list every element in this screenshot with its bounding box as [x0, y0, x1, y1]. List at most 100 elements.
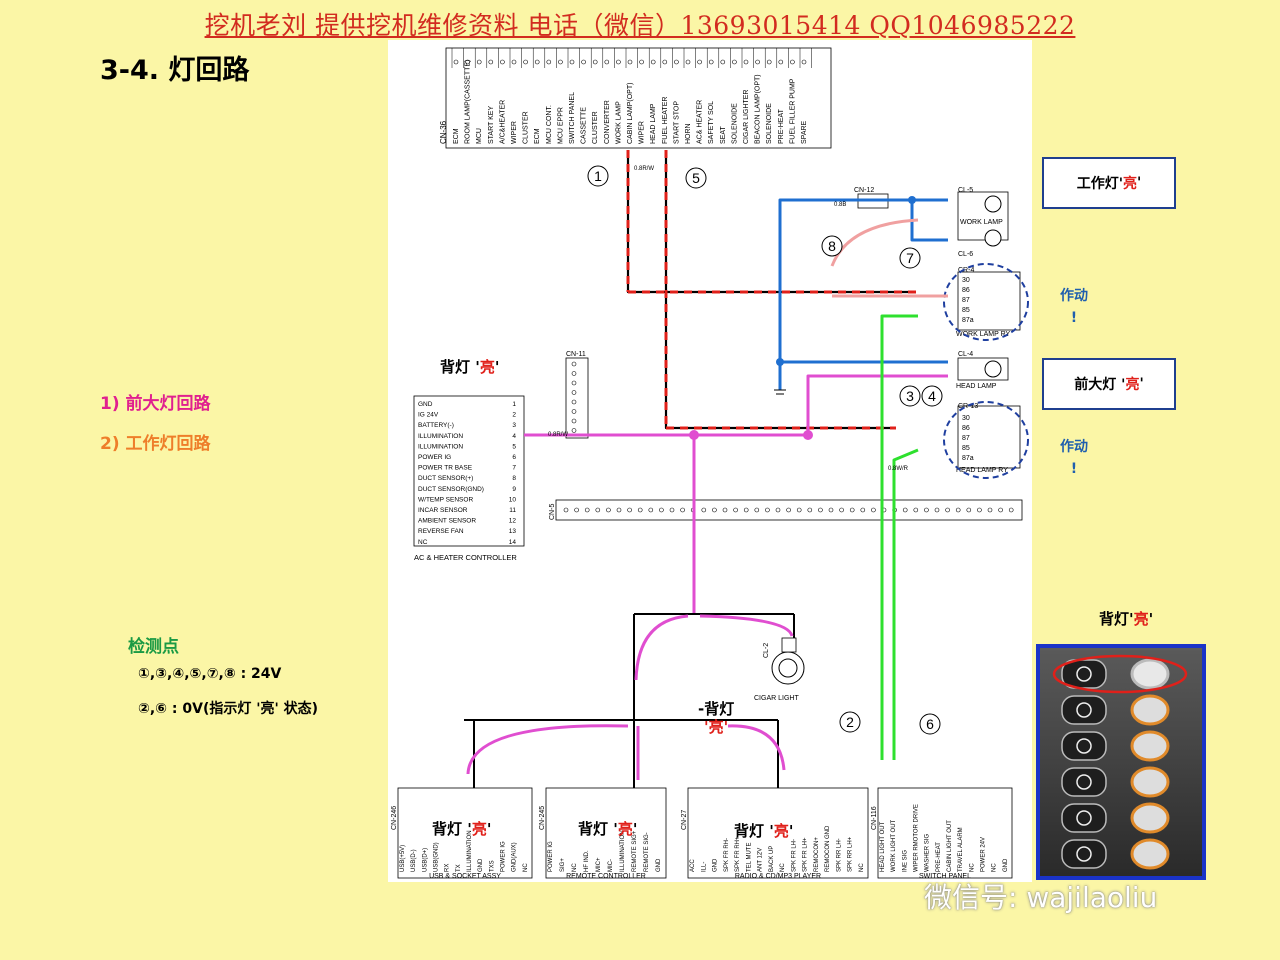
- cl5-label: WORK LAMP: [960, 219, 1003, 226]
- pin-dot: [754, 507, 760, 513]
- pin-dot: [511, 59, 517, 65]
- pin-dot: [627, 59, 633, 65]
- cr13-relay: [957, 405, 1021, 469]
- cn36-pin-10: SWITCH PANEL: [569, 92, 576, 144]
- pin-dot: [669, 507, 675, 513]
- cn36-name: CN-36: [439, 120, 448, 144]
- pin-dot: [818, 507, 823, 513]
- pin-dot: [453, 59, 459, 65]
- panel-switch-icon: [1061, 731, 1107, 761]
- cn36-pin-23: SEAT: [720, 126, 727, 144]
- point-8-circle: [821, 235, 843, 257]
- point-7-circle: [899, 247, 921, 269]
- pink-arrow: [727, 724, 786, 771]
- cn245-pin-4: MIC+: [596, 857, 602, 872]
- pin-dot: [558, 59, 563, 65]
- pin-dot: [977, 507, 982, 513]
- bl-state: 亮: [617, 820, 633, 838]
- panel-indicator-button: [1130, 658, 1170, 690]
- pin-dot: [546, 59, 552, 65]
- bl-prefix: 背灯 ': [432, 820, 472, 838]
- cn27-pin-11: REMOCON+: [814, 837, 820, 872]
- cn36-pin-17: HEAD LAMP: [650, 103, 657, 144]
- cn246-name: CN-246: [391, 806, 398, 830]
- bl-state: 亮: [1133, 610, 1149, 628]
- cn116-label: SWITCH PANEL: [919, 873, 971, 880]
- cl5-connector: [957, 191, 1009, 241]
- ac-pin-num-8: 9: [512, 486, 516, 493]
- headlamp-on-callout: 前大灯 '亮': [1042, 358, 1176, 410]
- bl-prefix: 背灯 ': [734, 822, 774, 840]
- pin-dot: [708, 59, 714, 65]
- pink-arrow: [466, 724, 629, 775]
- ac-pin-num-7: 8: [512, 475, 516, 482]
- pin-dot: [574, 507, 579, 513]
- pin-dot: [488, 59, 494, 65]
- cn246-pin-0: USB(+5V): [400, 845, 406, 872]
- bl-line2: '亮': [704, 718, 729, 736]
- cn116-pin-11: GND: [1003, 858, 1009, 872]
- pin-dot: [849, 507, 855, 513]
- cr13-pin-2: 87: [962, 435, 970, 442]
- backlight-radio-label: 背灯 '亮': [734, 820, 793, 841]
- cn36-pin-13: CONVERTER: [604, 100, 611, 144]
- pin-dot: [701, 507, 707, 513]
- cn246-pin-11: NC: [523, 863, 529, 872]
- cr4-pin-1: 86: [962, 287, 970, 294]
- pin-dot: [571, 390, 577, 395]
- cn116-name: CN-116: [871, 806, 878, 830]
- panel-symbol-icon: [1076, 738, 1092, 754]
- cl6-name: CL-6: [958, 251, 973, 258]
- ac-pin-3: ILLUMINATION: [418, 433, 463, 440]
- cn27-pin-0: ACC: [690, 859, 696, 872]
- panel-switch-icon: [1061, 839, 1107, 869]
- cn246-label: USB & SOCKET ASSY: [429, 873, 501, 880]
- pin-dot: [571, 371, 577, 376]
- pin-dot: [720, 59, 726, 65]
- ac-pin-num-12: 13: [509, 528, 517, 535]
- cn27-pin-15: NC: [859, 863, 865, 872]
- pin-dot: [1008, 507, 1014, 513]
- callout-suffix: ': [1137, 175, 1142, 191]
- pin-dot: [569, 59, 575, 65]
- point-2-circle: [839, 711, 861, 733]
- worklamp-circuit-label: 2) 工作灯回路: [100, 434, 211, 454]
- pin-dot: [674, 59, 679, 65]
- point-4-circle: [921, 385, 943, 407]
- pin-dot: [584, 507, 590, 513]
- pin-dot: [722, 507, 728, 513]
- cn27-pin-4: SPK FR RH+: [735, 836, 741, 872]
- panel-symbol-icon: [1076, 666, 1092, 682]
- point-5-circle: [685, 167, 707, 189]
- pin-dot: [871, 507, 876, 513]
- pin-dot: [616, 59, 621, 65]
- cn246-pin-6: ILLUMINATION: [467, 830, 473, 872]
- panel-symbol-icon: [1076, 702, 1092, 718]
- cn246-pin-5: TX: [456, 864, 462, 872]
- cn245-name: CN-245: [539, 806, 546, 830]
- pin-dot: [581, 59, 586, 65]
- head-lamp-bulb: [984, 360, 1002, 378]
- cigar-light-inner: [778, 658, 798, 678]
- callout-state: 亮: [1123, 176, 1137, 192]
- cr13-highlight: [943, 401, 1029, 479]
- callout-suffix: ': [1139, 376, 1144, 392]
- cn27-connector: [687, 787, 869, 879]
- switch-panel-photo: [1036, 644, 1206, 880]
- wire-label-green: 0.8W/R: [888, 466, 909, 472]
- pin-dot: [571, 380, 577, 386]
- wire-label-pink: 0.8R/W: [548, 432, 568, 438]
- cr13-pin-0: 30: [962, 415, 970, 422]
- bl-prefix: 背灯': [1099, 610, 1134, 628]
- cn36-pin-22: SAFETY SOL: [708, 101, 715, 144]
- ac-pin-num-0: 1: [512, 401, 516, 408]
- cn245-pin-1: SIG+: [560, 858, 566, 872]
- ac-heater-name: AC & HEATER CONTROLLER: [414, 553, 517, 562]
- cn5-name: CN-5: [549, 504, 556, 520]
- cn36-pin-0: ECM: [453, 128, 460, 144]
- cl4-name: CL-4: [958, 351, 973, 358]
- point-3-label: 3: [906, 388, 914, 404]
- ac-pin-8: DUCT SENSOR(GND): [418, 486, 484, 493]
- ac-heater-connector: [413, 395, 525, 547]
- check-points-title: 检测点: [128, 637, 179, 657]
